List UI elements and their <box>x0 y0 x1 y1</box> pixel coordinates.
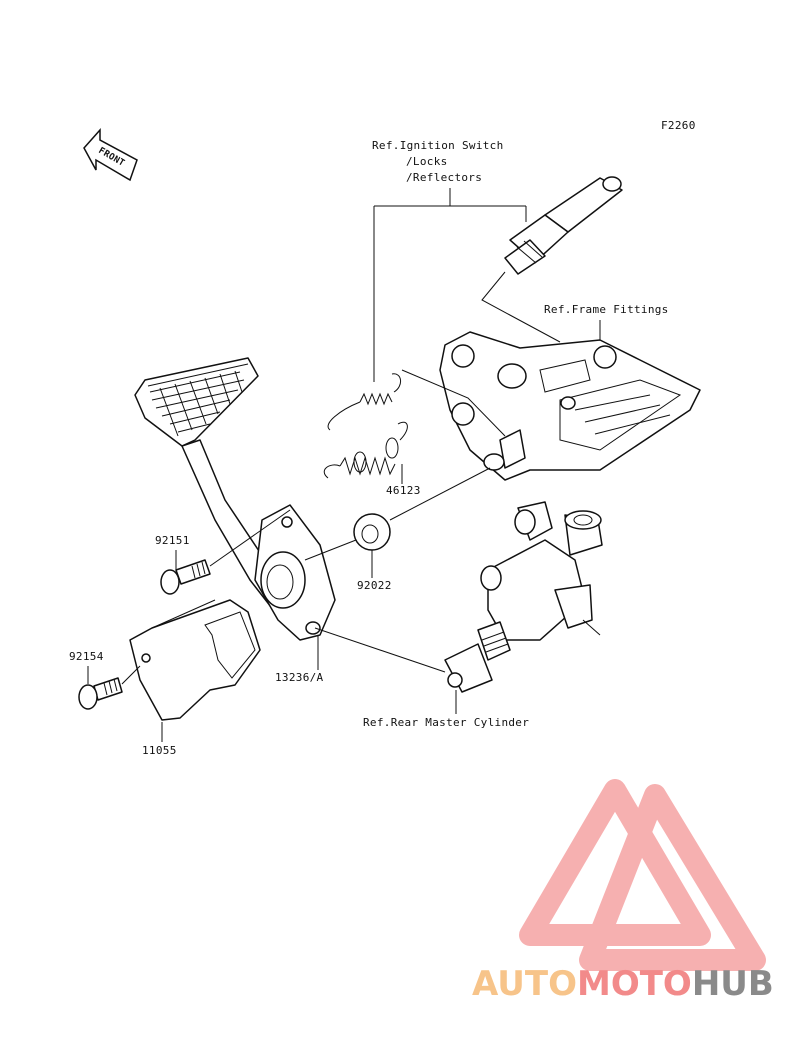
svg-text:AUTOMOTOHUB: AUTOMOTOHUB <box>472 964 774 1004</box>
ref-ignition-switch: Ref.Ignition Switch <box>372 139 504 152</box>
figure-code: F2260 <box>661 119 696 132</box>
rear-master-cylinder <box>314 501 603 693</box>
ref-reflectors: /Reflectors <box>406 171 482 184</box>
ref-rear-master-cylinder: Ref.Rear Master Cylinder <box>363 716 529 729</box>
brake-light-switch <box>481 176 623 343</box>
bolt-92151 <box>160 509 291 595</box>
pedal-grip-pattern <box>149 370 245 437</box>
washer-92022 <box>304 467 491 561</box>
brake-pedal <box>134 357 336 641</box>
watermark-logo <box>519 779 766 971</box>
part-label-11055: 11055 <box>142 744 177 757</box>
return-spring-upper <box>327 369 506 437</box>
ref-locks: /Locks <box>406 155 448 168</box>
part-label-13236a: 13236/A <box>275 671 324 684</box>
watermark-auto: AUTO <box>472 964 577 1004</box>
ref-frame-fittings: Ref.Frame Fittings <box>544 303 669 316</box>
part-label-46123: 46123 <box>386 484 421 497</box>
front-arrow-icon: FRONT <box>83 128 138 182</box>
bolt-92154 <box>78 665 141 710</box>
watermark-moto: MOTO <box>577 964 692 1004</box>
part-label-92022: 92022 <box>357 579 392 592</box>
watermark-hub: HUB <box>692 964 774 1004</box>
bracket-11055 <box>129 599 261 721</box>
frame-fitting-plate <box>439 331 701 481</box>
spring-46123 <box>323 421 408 479</box>
ignition-bracket-line <box>373 188 527 382</box>
part-label-92154: 92154 <box>69 650 104 663</box>
part-label-92151: 92151 <box>155 534 190 547</box>
